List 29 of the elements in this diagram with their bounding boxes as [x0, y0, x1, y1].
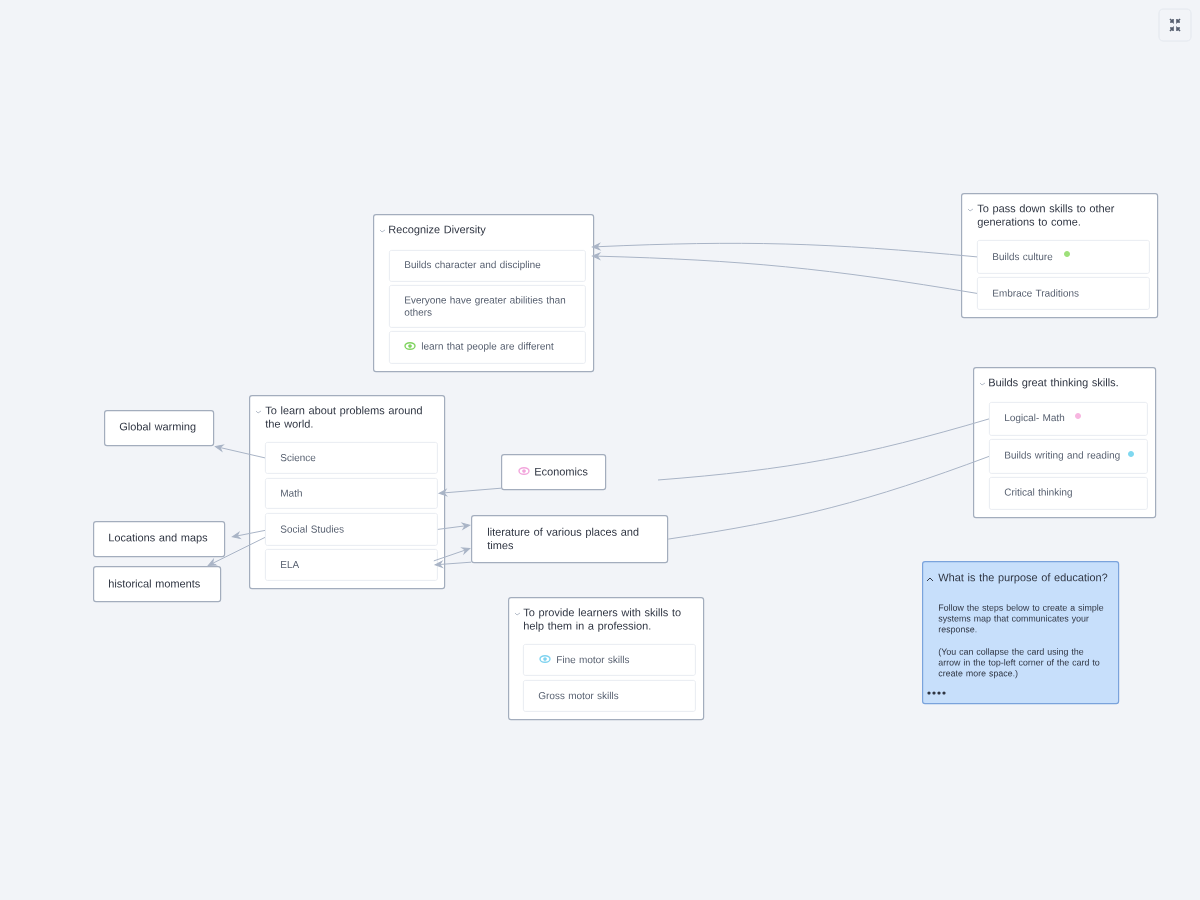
list-item: Social Studies	[265, 513, 438, 546]
concept-box: Global warming	[104, 410, 215, 447]
list-item: Builds character and discipline	[389, 250, 586, 282]
connector-arrow	[438, 487, 502, 497]
list-item: Critical thinking	[989, 477, 1148, 510]
concept-box: Economics	[501, 454, 607, 491]
list-item: Gross motor skills	[523, 680, 696, 712]
list-item: Logical- Math	[989, 402, 1148, 436]
connector-arrow	[437, 522, 471, 530]
concept-box: historical moments	[93, 566, 222, 603]
concept-box: Locations and maps	[93, 521, 226, 558]
list-item: Builds writing and reading	[989, 439, 1148, 474]
connector-arrow	[592, 242, 978, 258]
connector-arrow	[231, 529, 266, 539]
concept-box: literature of various places and times	[471, 515, 669, 564]
connector-arrow	[214, 444, 266, 459]
connector-arrow	[207, 536, 266, 566]
list-item: Fine motor skills	[523, 644, 696, 676]
info-card: What is the purpose of education? Follow the steps below to create a simple systems map that communicates your response. (You can collapse the card using the arrow in the top-left corner of the card to create more space.)	[922, 561, 1120, 705]
list-item: Math	[265, 478, 438, 509]
list-item: Embrace Traditions	[977, 277, 1150, 310]
connector-arrow	[433, 547, 471, 562]
list-item: ELA	[265, 549, 438, 581]
list-item: Science	[265, 442, 438, 474]
list-item: learn that people are different	[389, 331, 586, 364]
list-item: Builds culture	[977, 240, 1150, 274]
connector-arrow	[434, 560, 472, 568]
list-item: Everyone have greater abilities than others	[389, 285, 586, 328]
connector-arrow	[592, 252, 978, 294]
